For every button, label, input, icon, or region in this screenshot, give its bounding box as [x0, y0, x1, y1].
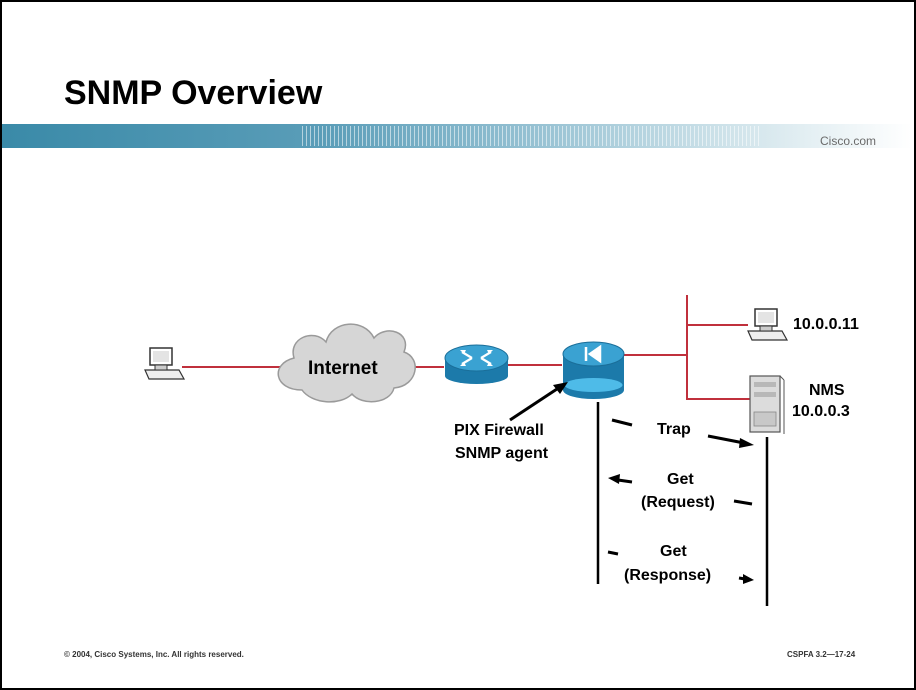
pix-label-line1: PIX Firewall [454, 422, 544, 439]
get-request-label-line1: Get [667, 471, 694, 488]
nms-server-icon [749, 375, 785, 434]
host-ip-label: 10.0.0.11 [793, 316, 859, 333]
course-code-footer: CSPFA 3.2—17-24 [787, 650, 856, 659]
get-request-arrow [608, 474, 753, 506]
get-response-arrow [607, 550, 754, 584]
pix-firewall-icon [562, 341, 625, 399]
get-response-label-line2: (Response) [624, 567, 712, 584]
pix-label-line2: SNMP agent [455, 445, 549, 462]
brand-label: Cisco.com [820, 134, 877, 148]
internet-label: Internet [308, 358, 378, 379]
workstation-left-icon [144, 347, 186, 380]
trap-label: Trap [657, 421, 691, 438]
trap-arrow [611, 418, 754, 448]
router-icon [444, 344, 509, 384]
nms-label: NMS [809, 382, 845, 399]
copyright-footer: © 2004, Cisco Systems, Inc. All rights r… [64, 650, 244, 659]
get-response-label-line1: Get [660, 543, 687, 560]
internet-cloud-icon [277, 323, 416, 403]
banner-pattern [302, 126, 762, 146]
slide-title: SNMP Overview [64, 74, 323, 112]
nms-ip-label: 10.0.0.3 [792, 403, 850, 420]
pix-label-arrow [509, 382, 568, 422]
host-workstation-icon [747, 308, 789, 341]
get-request-label-line2: (Request) [641, 494, 715, 511]
